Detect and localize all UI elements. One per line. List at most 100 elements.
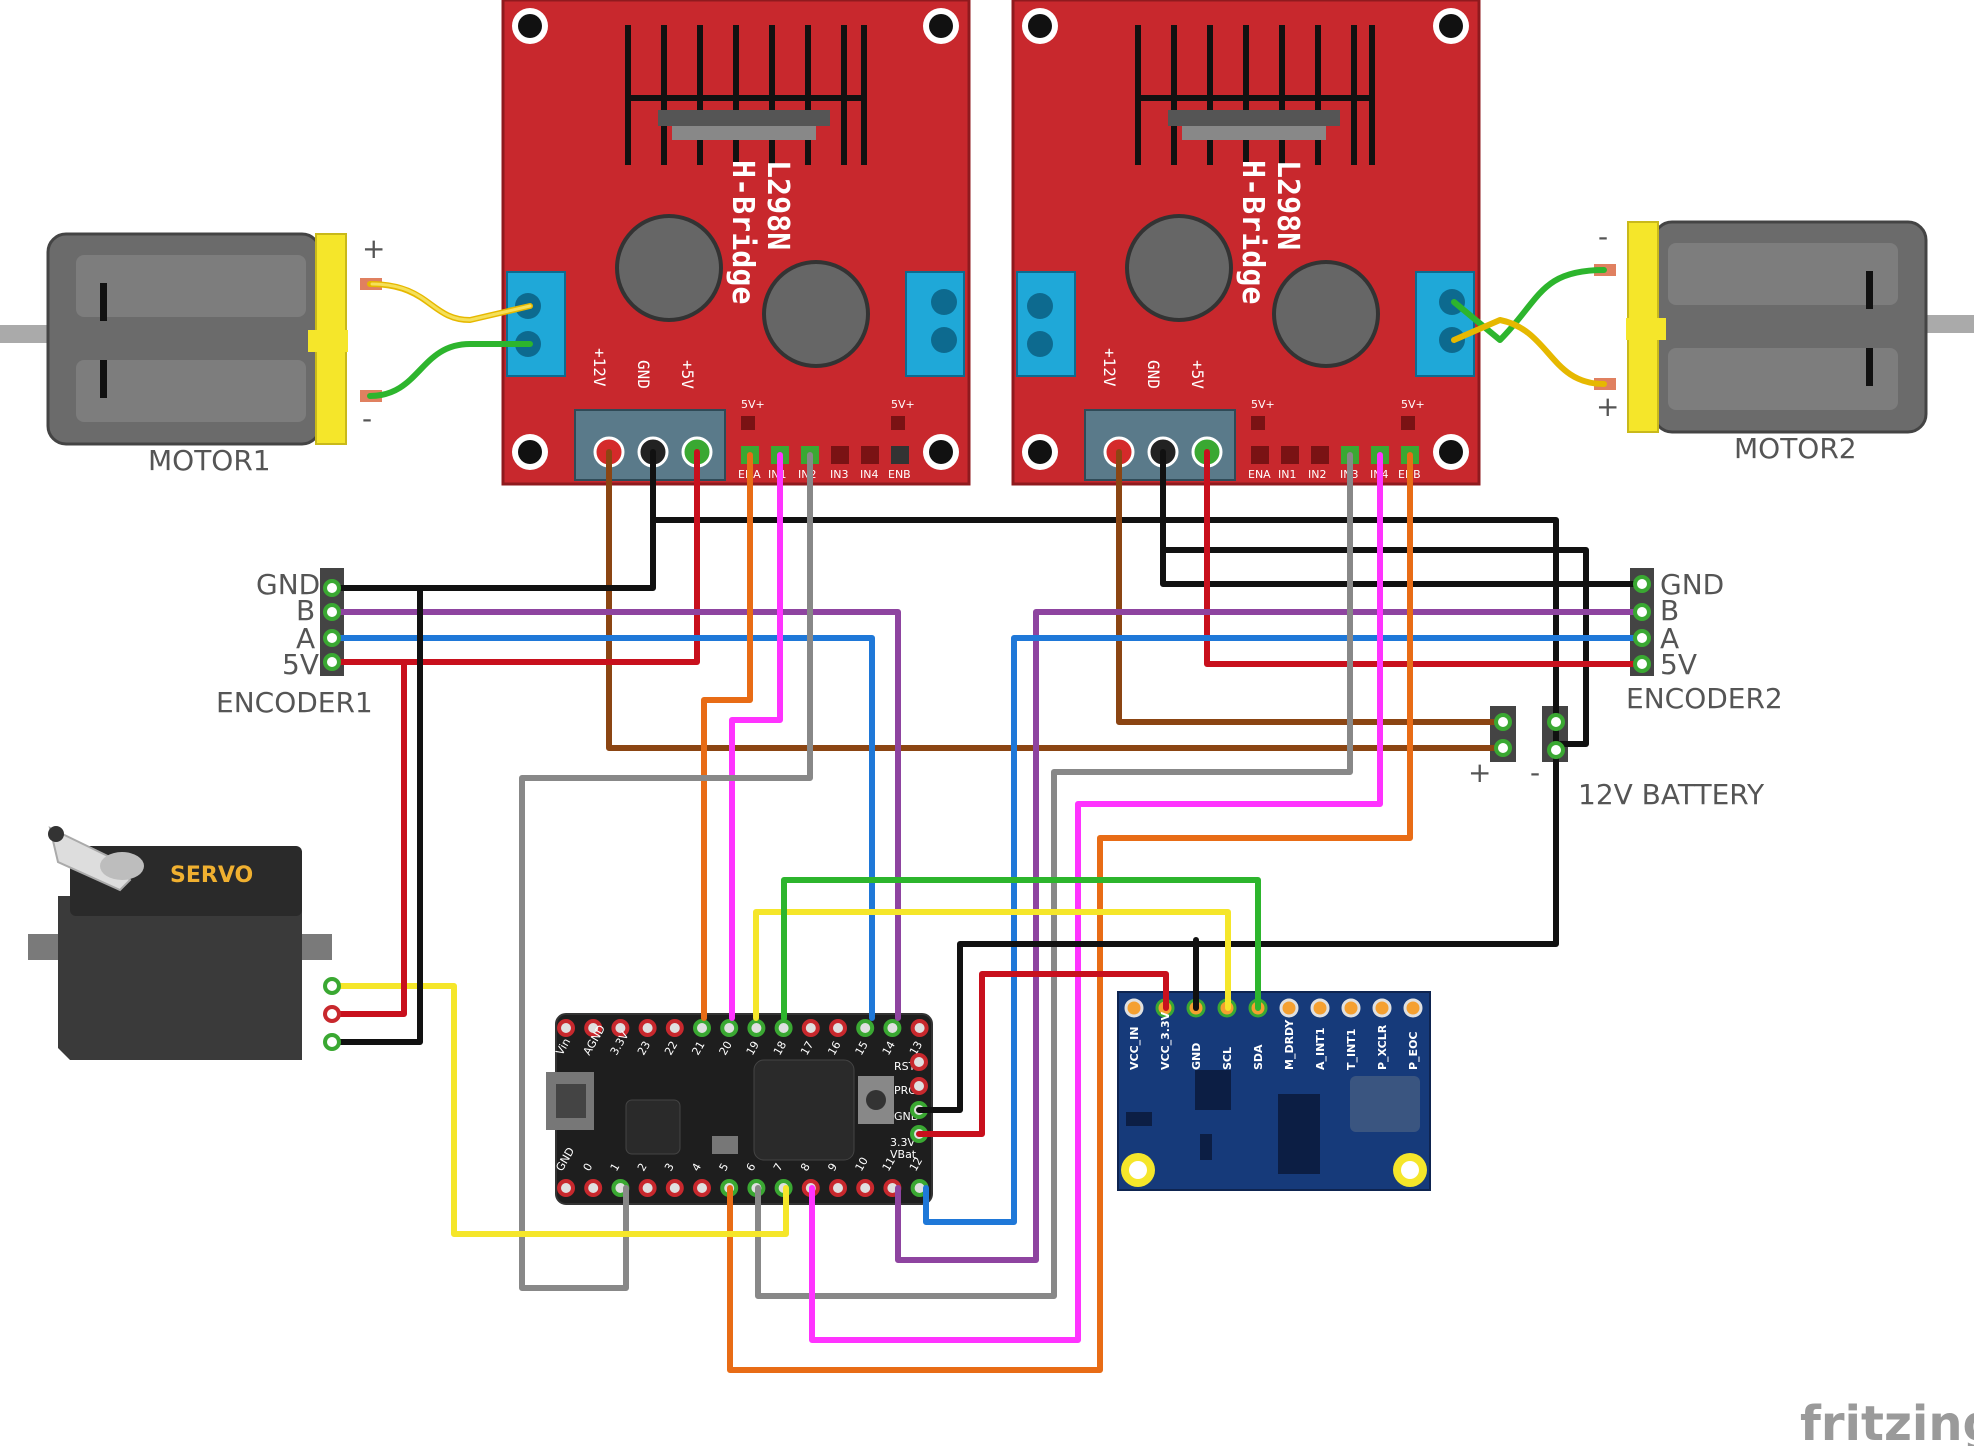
teensy-top-pin: [801, 1019, 820, 1037]
imu-pin: [1310, 998, 1330, 1018]
wire-motor2-plus: [1451, 317, 1607, 387]
teensy-top-pin-label: 17: [798, 1039, 816, 1058]
teensy-bottom-pin: [693, 1179, 711, 1197]
pin-label-5v-plus: 5V+: [1251, 398, 1275, 411]
teensy-top-pin-label: 14: [880, 1039, 898, 1058]
teensy-bottom-pin-label: 11: [880, 1155, 898, 1174]
teensy-bottom-pin: [584, 1179, 603, 1197]
wire-enc1-a: [329, 635, 875, 1021]
capacitor: [1272, 260, 1380, 368]
imu-pin-label: M_DRDY: [1283, 1019, 1296, 1070]
wire-battery-gnd: [916, 747, 1559, 1113]
wire-hb1-in2: [519, 452, 813, 1291]
wire-hb2-in3: [755, 452, 1353, 1299]
teensy-bottom-pin-label: 12: [907, 1155, 925, 1174]
teensy-top-pin: [856, 1019, 875, 1037]
wire-hb2-in4: [809, 452, 1383, 1343]
teensy-top-pin: [665, 1019, 684, 1037]
teensy-top-pin: [720, 1019, 739, 1037]
imu-pin: [1341, 998, 1361, 1018]
pin-label-in1: IN1: [1278, 468, 1296, 481]
wire-enc2-a: [923, 635, 1645, 1225]
wire-enc2-b: [895, 609, 1645, 1263]
motor-plus-label: +: [362, 232, 385, 265]
pin-label-5v-plus: 5V+: [891, 398, 915, 411]
wire-servo-signal: [329, 983, 789, 1237]
imu-pin: [1372, 998, 1392, 1018]
pin-label-enb: ENB: [888, 468, 911, 481]
teensy-bottom-pin: [557, 1179, 575, 1197]
pin-label-5v-plus: 5V+: [1401, 398, 1425, 411]
motor-1: + - MOTOR1: [0, 232, 385, 477]
wire-hb1-gnd-enc: [329, 517, 656, 591]
encoder-pin-5v: 5V: [1660, 648, 1697, 681]
wires: [329, 267, 1645, 1373]
imu-pin-label: SDA: [1252, 1044, 1265, 1070]
imu-pin-label: A_INT1: [1314, 1028, 1327, 1070]
teensy-top-pin-label: 21: [689, 1039, 707, 1058]
teensy-top-pin-label: 18: [771, 1039, 789, 1058]
motor-label: MOTOR1: [148, 444, 271, 477]
teensy-top-pin: [910, 1019, 929, 1037]
motor-b-terminal: [1415, 271, 1475, 377]
imu-pin-label: VCC_3.3V: [1159, 1011, 1172, 1070]
heatsink: [625, 25, 867, 165]
board-title: H-Bridge: [725, 160, 760, 305]
wire-hb2-12v: [1116, 449, 1503, 725]
pin-label-5v-plus: 5V+: [741, 398, 765, 411]
teensy-top-pin: [557, 1019, 575, 1037]
wire-endpoints: [323, 575, 1651, 1051]
teensy-pin-3v3-side: 3.3V: [890, 1136, 915, 1149]
teensy-top-pin: [638, 1019, 657, 1037]
motor-2: - + MOTOR2: [1594, 220, 1974, 465]
hbridge-1: L298N H-Bridge +12V GND +5V 5V+ 5V+: [501, 0, 971, 486]
pin-label-in4: IN4: [860, 468, 878, 481]
imu-pin-label: T_INT1: [1345, 1029, 1358, 1070]
wire-hb1-in1: [729, 452, 783, 1021]
chip-label: L298N: [760, 160, 795, 250]
mounting-hole: [512, 8, 959, 470]
imu-pin-label: P_XCLR: [1376, 1024, 1389, 1070]
pin-label-in3: IN3: [830, 468, 848, 481]
encoder-label: ENCODER2: [1626, 682, 1783, 715]
teensy-top-pin: [693, 1019, 711, 1037]
motor-minus-label: -: [1598, 220, 1608, 253]
chip-label: L298N: [1270, 160, 1305, 250]
teensy-top-pin-label: 15: [853, 1039, 871, 1058]
motor-a-terminal: [506, 271, 566, 377]
motor-minus-label: -: [362, 402, 372, 435]
pin-label-12v: +12V: [590, 348, 609, 387]
teensy-top-pin-label: 22: [662, 1039, 680, 1058]
wire-motor1-minus: [367, 341, 533, 399]
imu-pin-label: P_EOC: [1407, 1032, 1420, 1071]
wire-servo-power: [329, 659, 407, 1017]
teensy-bottom-pin: [665, 1179, 684, 1197]
wire-hb2-enb: [727, 452, 1413, 1373]
battery-plus-label: +: [1468, 756, 1491, 789]
teensy-top-pin: [584, 1019, 603, 1037]
wire-imu-sda: [781, 877, 1261, 1021]
motor-label: MOTOR2: [1734, 432, 1857, 465]
pin-label-5v: +5V: [678, 360, 697, 389]
imu-pin-label: GND: [1190, 1043, 1203, 1070]
pin-label-gnd: GND: [634, 360, 653, 389]
teensy-top-pin: [774, 1019, 793, 1037]
wire-hb1-5v: [329, 449, 700, 665]
teensy-bottom-pin: [829, 1179, 847, 1197]
hbridge-2: L298N H-Bridge +12V GND +5V 5V+ 5V+: [1011, 0, 1481, 486]
encoder-pin-b: B: [1660, 594, 1679, 627]
encoder-pin-gnd: GND: [1660, 568, 1724, 601]
imu-pin-label: VCC_IN: [1128, 1027, 1141, 1070]
wire-motor2-minus: [1451, 267, 1607, 343]
battery-12v: + - 12V BATTERY: [1468, 706, 1765, 811]
wire-motor1-plus: [370, 282, 532, 322]
teensy-side-pins: RST PRG GND 3.3V VBat: [890, 1053, 928, 1161]
imu-pin-label: SCL: [1221, 1047, 1234, 1070]
encoder-pin-a: A: [1660, 622, 1679, 655]
encoder-label: ENCODER1: [216, 686, 373, 719]
l298n-chip: [658, 110, 830, 126]
teensy-top-pin-label: 23: [635, 1039, 653, 1058]
battery-minus-label: -: [1530, 756, 1540, 789]
